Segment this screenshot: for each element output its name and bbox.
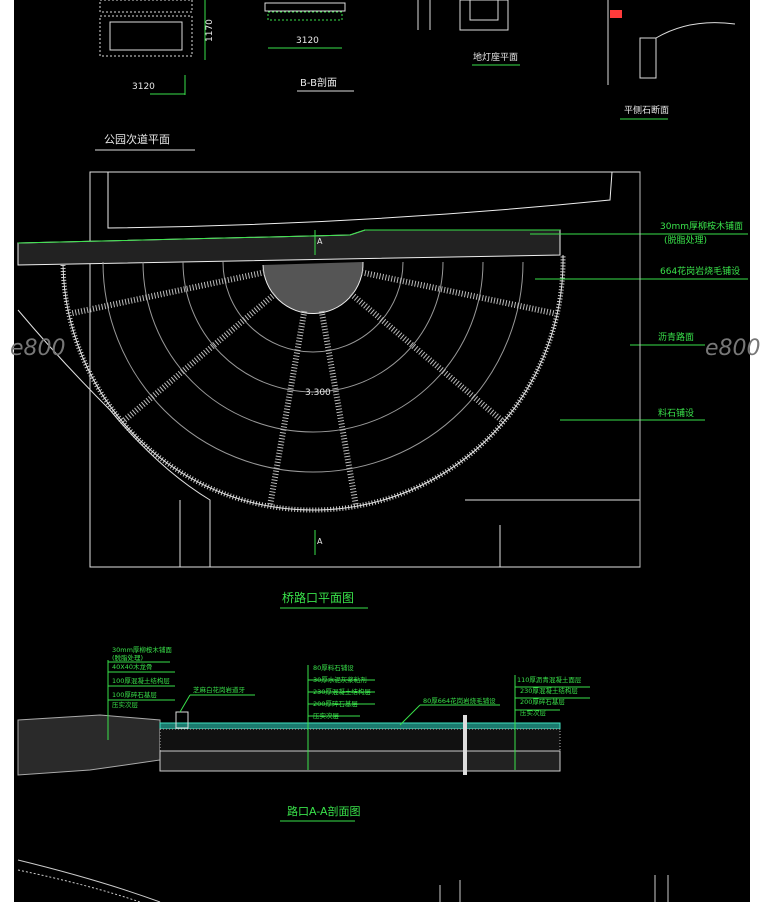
secondary-path-title: 公园次道平面 bbox=[104, 132, 170, 146]
callout-granite: 664花岗岩烧毛铺设 bbox=[660, 265, 740, 277]
paving-ring bbox=[222, 261, 404, 353]
label-compacted-mid: 压实次层 bbox=[313, 711, 340, 720]
paving-ring bbox=[102, 261, 524, 473]
label-gravel: 100厚碎石基层 bbox=[112, 690, 157, 699]
label-compacted-r: 压实次层 bbox=[520, 708, 547, 717]
paving-ray bbox=[69, 269, 265, 317]
label-asphalt: 110厚沥青混凝土面层 bbox=[517, 675, 582, 684]
section-aa-left-labels: 30mm厚柳桉木铺面 (脱脂处理) 40X40木龙骨 100厚混凝土结构层 10… bbox=[112, 645, 246, 709]
plan-title: 桥路口平面图 bbox=[282, 590, 354, 605]
label-granite-paving: 80厚664花岗岩烧毛铺设 bbox=[423, 696, 496, 705]
paving-rays bbox=[69, 269, 557, 507]
label-curb: 芝麻白花岗岩道牙 bbox=[193, 685, 246, 694]
bottom-partial-drawing bbox=[17, 859, 669, 902]
section-aa-right-labels: 110厚沥青混凝土面层 230厚混凝土结构层 200厚碎石基层 压实次层 bbox=[517, 675, 582, 717]
label-concrete-230: 230厚混凝土结构层 bbox=[313, 687, 371, 696]
label-gravel-r: 200厚碎石基层 bbox=[520, 697, 565, 706]
section-aa-middle-labels: 80厚料石铺设 30厚水泥灰浆粘剂 230厚混凝土结构层 200厚碎石基层 压实… bbox=[313, 663, 496, 720]
label-joist: 40X40木龙骨 bbox=[112, 662, 153, 671]
paving-ring bbox=[182, 261, 444, 393]
label-concrete: 100厚混凝土结构层 bbox=[112, 676, 170, 685]
label-stone: 80厚料石铺设 bbox=[313, 663, 354, 672]
dim-3120-a: 3120 bbox=[132, 82, 155, 92]
watermark-left: e800 bbox=[10, 336, 66, 361]
dim-3120-b: 3120 bbox=[296, 36, 319, 46]
section-marker-top: A bbox=[317, 237, 323, 246]
curb-section-title: 平侧石断面 bbox=[624, 104, 669, 116]
callout-leaders bbox=[530, 172, 748, 567]
elevation-label: 3.300 bbox=[305, 388, 331, 398]
section-marker-bottom: A bbox=[317, 537, 323, 546]
paving-rings bbox=[102, 261, 524, 473]
callout-degreased: (脱脂处理) bbox=[664, 234, 707, 246]
label-gravel-200: 200厚碎石基层 bbox=[313, 699, 358, 708]
detail-block-plan bbox=[99, 0, 206, 95]
lamp-base-title: 地灯座平面 bbox=[473, 51, 518, 63]
detail-lamp-base bbox=[417, 0, 509, 31]
detail-curb-section bbox=[607, 0, 736, 85]
label-wood-deck: 30mm厚柳桉木铺面 bbox=[112, 645, 172, 654]
label-compacted: 压实次层 bbox=[112, 700, 139, 709]
dim-1170: 1170 bbox=[205, 19, 215, 42]
label-concrete-r: 230厚混凝土结构层 bbox=[520, 686, 578, 695]
paving-ring bbox=[142, 261, 484, 433]
paving-ray bbox=[349, 291, 505, 424]
detail-bb-section bbox=[264, 2, 346, 49]
label-mortar: 30厚水泥灰浆粘剂 bbox=[313, 675, 367, 684]
callout-wood-deck: 30mm厚柳桉木铺面 bbox=[660, 220, 743, 232]
watermark-right: e800 bbox=[705, 336, 761, 361]
callout-stone: 料石铺设 bbox=[658, 407, 694, 419]
label-degreased: (脱脂处理) bbox=[112, 653, 143, 662]
section-aa-drawing bbox=[17, 660, 590, 776]
bridge-junction-plan bbox=[17, 171, 641, 568]
callout-asphalt: 沥青路面 bbox=[658, 331, 694, 343]
paving-ray bbox=[361, 269, 557, 317]
section-bb-title: B-B剖面 bbox=[300, 76, 337, 89]
paving-ray bbox=[318, 310, 360, 507]
section-aa-title: 路口A-A剖面图 bbox=[287, 804, 361, 818]
paving-ray bbox=[121, 291, 277, 424]
paving-ray bbox=[266, 310, 308, 507]
